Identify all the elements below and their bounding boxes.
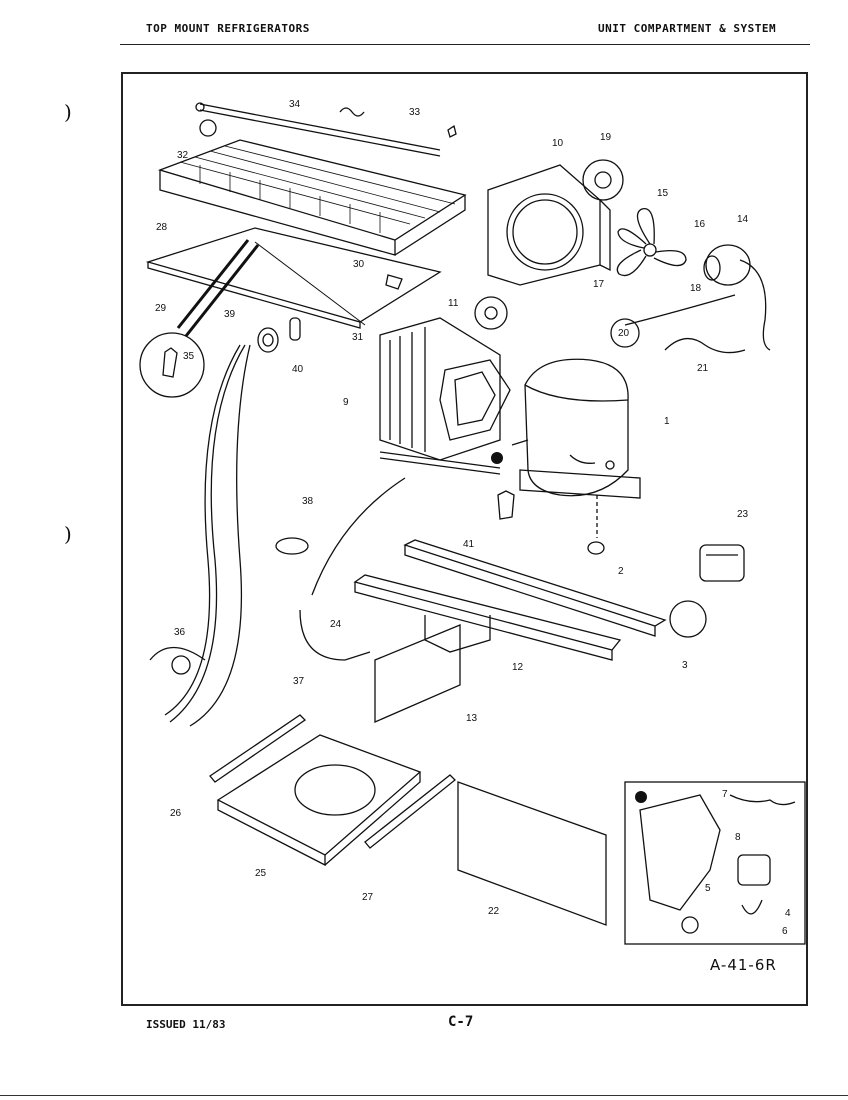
callout-26: 26 [170,808,182,819]
callout-14: 14 [737,214,749,225]
callout-37: 37 [293,676,305,687]
callout-1: 1 [664,416,670,427]
header-divider [120,44,810,45]
compressor-part [511,358,641,499]
clamp-38-part [275,537,309,555]
callout-3: 3 [682,660,688,671]
detail-35-inset [139,332,205,398]
drip-tray-part [145,227,442,329]
callout-21: 21 [697,363,709,374]
fan-blade-part [616,208,687,277]
header-right-title: UNIT COMPARTMENT & SYSTEM [598,22,777,35]
binder-mark-top: ) [64,100,72,124]
condenser-part [157,139,467,256]
callout-8: 8 [735,832,741,843]
issued-date: ISSUED 11/83 [146,1018,226,1031]
callout-32: 32 [177,150,189,161]
fan-shroud-part [487,164,611,286]
binder-mark-middle: ) [64,522,72,546]
callout-12: 12 [512,662,524,673]
cover-panel-22-part [457,781,607,926]
callout-23: 23 [737,509,749,520]
callout-31: 31 [352,332,364,343]
callout-28: 28 [156,222,168,233]
callout-5: 5 [705,883,711,894]
relay-23-part [699,544,745,582]
grommet-2-part [587,541,605,555]
filter-41-part [497,490,515,520]
callout-2: 2 [618,566,624,577]
evaporator-part [379,317,511,475]
callout-19: 19 [600,132,612,143]
callout-27: 27 [362,892,374,903]
callout-7: 7 [722,789,728,800]
callout-33: 33 [409,107,421,118]
grommet-part [257,327,279,353]
header-left-title: TOP MOUNT REFRIGERATORS [146,22,310,35]
drain-hose-part [164,344,251,727]
callout-18: 18 [690,283,702,294]
fan-motor-part [703,244,771,351]
callout-40: 40 [292,364,304,375]
drain-pan-part [216,734,422,867]
condenser-tube-part [195,102,457,157]
wire-harness-part [624,294,736,326]
callout-16: 16 [694,219,706,230]
callout-36: 36 [174,627,186,638]
fan-grommet-inset [582,159,624,201]
clip-part [385,274,403,290]
callout-4: 4 [785,908,791,919]
base-rail-part [353,539,667,661]
callout-20: 20 [618,328,630,339]
detail-inset-box [624,781,806,945]
callout-9: 9 [343,397,349,408]
rail-26-part [209,714,307,783]
diagram-code: A-41-6R [710,956,777,974]
callout-6: 6 [782,926,788,937]
callout-10: 10 [552,138,564,149]
callout-35: 35 [183,351,195,362]
callout-25: 25 [255,868,267,879]
page-number: C-7 [448,1014,474,1030]
grommet-11-inset [474,296,508,330]
callout-22: 22 [488,906,500,917]
callout-17: 17 [593,279,605,290]
page-bottom-rule [0,1095,848,1096]
callout-34: 34 [289,99,301,110]
callout-24: 24 [330,619,342,630]
panel-13-part [374,624,461,723]
rail-27-part [364,774,456,849]
callout-38: 38 [302,496,314,507]
callout-13: 13 [466,713,478,724]
callout-11: 11 [448,298,459,309]
grommet-3-inset [669,600,707,638]
callout-30: 30 [353,259,365,270]
drain-tube-36-part [171,655,191,675]
diagram-frame [121,72,808,1006]
callout-29: 29 [155,303,167,314]
callout-41: 41 [463,539,475,550]
power-cord-part [299,477,406,661]
callout-15: 15 [657,188,669,199]
clip-40-part [289,317,301,341]
callout-39: 39 [224,309,236,320]
